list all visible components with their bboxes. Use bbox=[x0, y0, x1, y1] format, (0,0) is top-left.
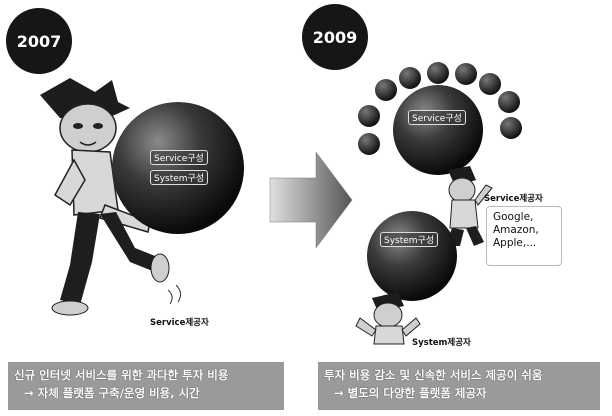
service-system-ball-2007 bbox=[112, 102, 244, 234]
caption-2007-line1: 신규 인터넷 서비스를 위한 과다한 투자 비용 bbox=[14, 368, 229, 382]
ball-label-service-2007: Service구성 bbox=[150, 150, 208, 165]
caption-2009-line2: → 별도의 다양한 플랫폼 제공자 bbox=[334, 386, 487, 400]
service-provider-label: Service제공자 bbox=[484, 194, 543, 204]
caption-2009: 투자 비용 감소 및 신속한 서비스 제공이 쉬움 → 별도의 다양한 플랫폼 … bbox=[318, 362, 600, 410]
service-provider-2007-figure bbox=[40, 78, 182, 316]
ball-label-service-2009: Service구성 bbox=[408, 110, 466, 125]
company-item: Apple,... bbox=[493, 237, 537, 249]
system-ball-2009 bbox=[367, 211, 457, 301]
service-bubbles bbox=[358, 62, 522, 155]
service-provider-2009-figure bbox=[446, 166, 493, 246]
year-badge-2009: 2009 bbox=[302, 4, 368, 70]
company-item: Amazon, bbox=[493, 224, 539, 236]
caption-2009-line1: 투자 비용 감소 및 신속한 서비스 제공이 쉬움 bbox=[324, 368, 543, 382]
service-ball-2009 bbox=[393, 85, 483, 175]
ball-label-system-2009: System구성 bbox=[380, 232, 439, 247]
actor-label-2007: Service제공자 bbox=[150, 318, 209, 328]
year-badge-2007: 2007 bbox=[6, 8, 72, 74]
companies-callout: Google, Amazon, Apple,... bbox=[486, 206, 562, 266]
caption-2007-line2: → 자체 플랫폼 구축/운영 비용, 시간 bbox=[24, 386, 200, 400]
system-provider-label: System제공자 bbox=[412, 338, 471, 348]
transition-arrow bbox=[269, 151, 353, 249]
system-provider-2009-figure bbox=[355, 292, 421, 345]
caption-2007: 신규 인터넷 서비스를 위한 과다한 투자 비용 → 자체 플랫폼 구축/운영 … bbox=[8, 362, 284, 410]
company-item: Google, bbox=[493, 211, 534, 223]
ball-label-system-2007: System구성 bbox=[150, 170, 209, 185]
